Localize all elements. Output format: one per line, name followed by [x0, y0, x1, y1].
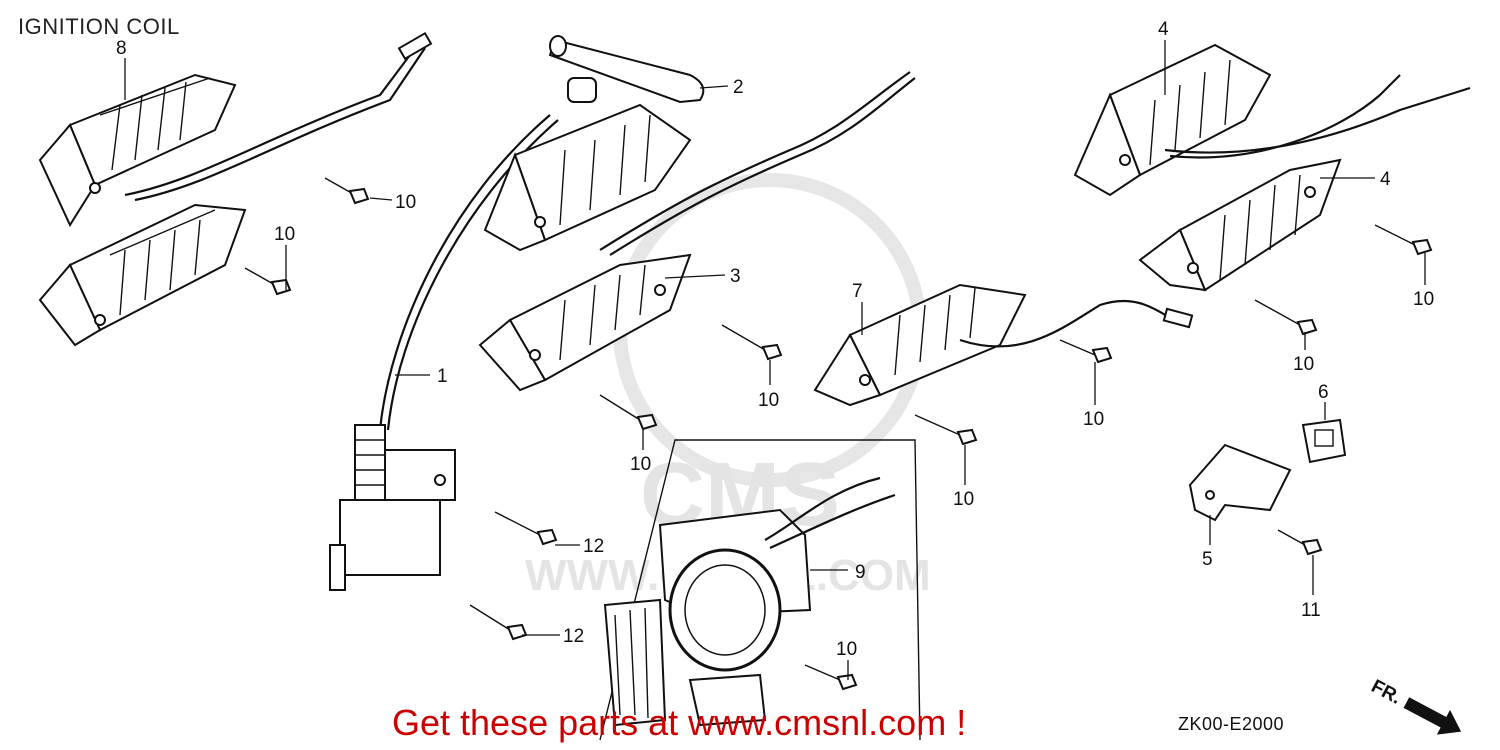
bracket-5 [1188, 443, 1292, 522]
callout-12: 12 [563, 626, 584, 647]
callout-10: 10 [953, 489, 974, 510]
diagram-title: IGNITION COIL [18, 14, 180, 39]
callout-10: 10 [630, 454, 651, 475]
callout-5: 5 [1202, 549, 1213, 570]
leader-lines [124, 40, 1426, 680]
bolts [244, 177, 1433, 691]
grommet-6 [1301, 418, 1347, 464]
callout-10: 10 [274, 224, 295, 245]
callout-8: 8 [116, 38, 127, 59]
coil-3 [478, 253, 692, 392]
callout-11: 11 [1301, 600, 1321, 621]
callout-2: 2 [733, 77, 744, 98]
front-direction-arrow: FR. [1368, 676, 1462, 735]
parts-link-banner[interactable]: Get these parts at www.cmsnl.com ! [392, 702, 967, 743]
svg-text:FR.: FR. [1368, 676, 1405, 709]
callout-numbers: 8 10 10 2 3 1 10 10 7 10 10 4 4 10 10 6 … [116, 19, 1434, 660]
callout-10: 10 [1413, 289, 1434, 310]
coil-7 [813, 283, 1194, 407]
callout-7: 7 [852, 281, 863, 302]
callout-10: 10 [1083, 409, 1104, 430]
coil-4-lower [1138, 158, 1342, 292]
coil-upper-center [483, 71, 916, 256]
callout-4: 4 [1158, 19, 1169, 40]
callout-9: 9 [855, 562, 866, 583]
callout-12: 12 [583, 536, 604, 557]
callout-3: 3 [730, 266, 741, 287]
callout-4: 4 [1380, 169, 1391, 190]
callout-10: 10 [836, 639, 857, 660]
callout-10: 10 [1293, 354, 1314, 375]
plug-cap-2 [548, 35, 705, 104]
callout-6: 6 [1318, 382, 1329, 403]
diagram-code: ZK00-E2000 [1178, 714, 1285, 734]
ignition-coil-1 [329, 114, 559, 591]
coil-assembly-8 [38, 31, 433, 347]
coil-4-upper [1073, 43, 1471, 197]
stator-assembly-9 [599, 439, 921, 741]
callout-10: 10 [758, 390, 779, 411]
callout-10: 10 [395, 192, 416, 213]
callout-1: 1 [437, 366, 448, 387]
